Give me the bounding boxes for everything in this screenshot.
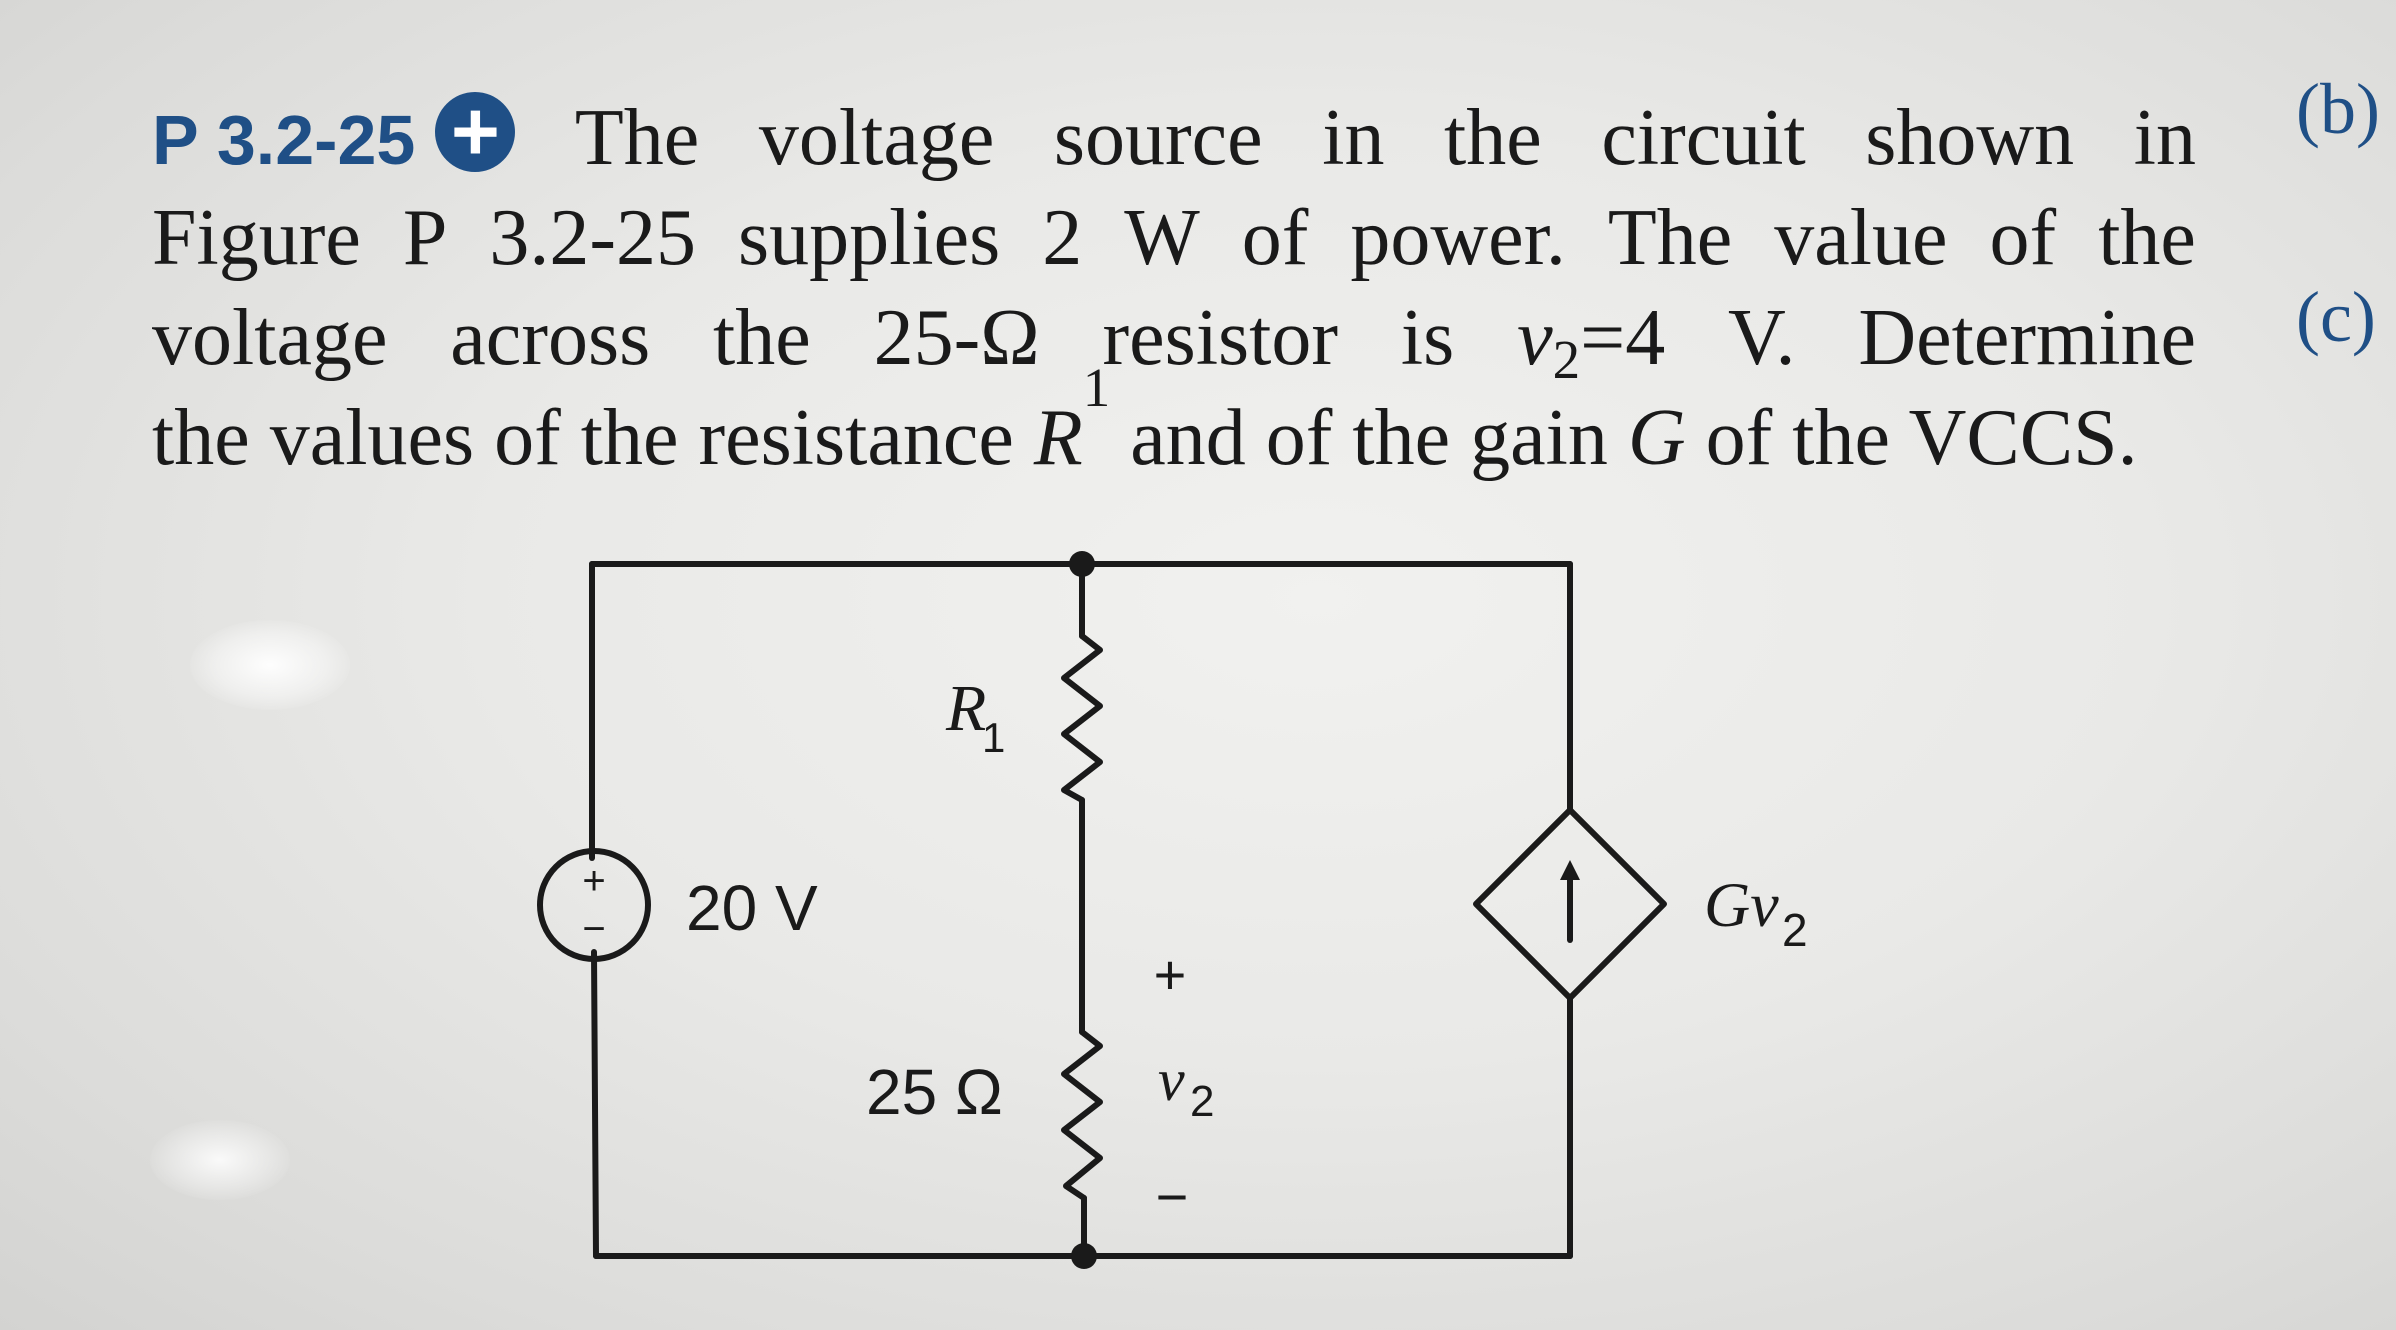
- side-label-c: (c): [2296, 277, 2376, 357]
- v2-label-subscript: 2: [1190, 1077, 1214, 1126]
- word: The: [1607, 194, 1733, 282]
- word: across: [450, 294, 651, 382]
- vccs-label: Gv: [1704, 869, 1779, 940]
- word: value: [1774, 194, 1948, 282]
- word: the: [713, 294, 811, 382]
- light-glare: [150, 1120, 290, 1200]
- plus-badge-icon: +: [435, 89, 516, 173]
- word: of: [1241, 194, 1309, 282]
- problem-line-2: Figure P 3.2-25 supplies 2 W of power. T…: [152, 188, 2196, 288]
- word: the: [2098, 194, 2196, 282]
- word: in: [1322, 94, 1385, 182]
- text-segment: and of the gain: [1110, 394, 1628, 482]
- word: 2: [1042, 194, 1083, 282]
- voltage-source: [537, 848, 651, 962]
- word: V.: [1728, 294, 1796, 382]
- text-segment: the values of the resistance: [152, 394, 1034, 482]
- v2-equals: =4: [1580, 294, 1666, 382]
- word: P: [402, 194, 448, 282]
- vccs-diamond: [1473, 807, 1667, 1001]
- word: voltage: [152, 294, 388, 382]
- problem-line-3: voltage across the 25-Ω resistor is v2=4…: [152, 288, 2196, 388]
- r2-resistor: [1061, 1029, 1103, 1201]
- word: resistor: [1102, 294, 1339, 382]
- v2-symbol: v: [1517, 294, 1553, 382]
- word: 3.2-25: [489, 194, 697, 282]
- source-label: 20 V: [686, 872, 818, 944]
- problem-number: P 3.2-25 +: [152, 88, 516, 188]
- word: W: [1124, 194, 1200, 282]
- word: is: [1400, 294, 1455, 382]
- word: source: [1053, 94, 1263, 182]
- source-minus-sign: −: [582, 907, 605, 951]
- v2-subscript: 2: [1552, 329, 1581, 390]
- word: Determine: [1858, 294, 2196, 382]
- junction-dot-top: [1069, 551, 1095, 577]
- word: voltage: [758, 94, 995, 182]
- word: the: [1444, 94, 1542, 182]
- side-label-b: (b): [2296, 69, 2380, 149]
- v2-plus-sign: +: [1154, 943, 1187, 1006]
- problem-statement: P 3.2-25 + The voltage source in the cir…: [152, 88, 2196, 488]
- word: of: [1989, 194, 2057, 282]
- word: shown: [1865, 94, 2075, 182]
- light-glare: [190, 620, 350, 710]
- problem-number-label: P 3.2-25: [152, 101, 416, 179]
- v2-minus-sign: −: [1156, 1165, 1189, 1228]
- r2-label: 25 Ω: [866, 1056, 1003, 1128]
- r1-label: R: [945, 672, 986, 745]
- word: circuit: [1601, 94, 1806, 182]
- r1-resistor: [1061, 633, 1103, 803]
- word: in: [2133, 94, 2196, 182]
- problem-line-1: P 3.2-25 + The voltage source in the cir…: [152, 88, 2196, 188]
- text-segment: of the VCCS.: [1685, 394, 2138, 482]
- vccs-label-subscript: 2: [1782, 904, 1808, 956]
- word: 25-Ω: [873, 294, 1040, 382]
- r1-label-subscript: 1: [982, 714, 1005, 761]
- r1-symbol: R: [1033, 394, 1083, 482]
- gain-symbol: G: [1627, 394, 1686, 482]
- word: power.: [1350, 194, 1566, 282]
- word: The: [574, 94, 700, 182]
- junction-dot-bottom: [1071, 1243, 1097, 1269]
- v2-label: v: [1158, 1047, 1185, 1113]
- vccs-arrow-icon: [1560, 860, 1580, 880]
- word: supplies: [738, 194, 1001, 282]
- source-plus-sign: +: [582, 859, 605, 903]
- v2-expression: v2=4: [1517, 288, 1665, 388]
- word: Figure: [152, 194, 361, 282]
- left-wire-lower: [591, 949, 599, 1259]
